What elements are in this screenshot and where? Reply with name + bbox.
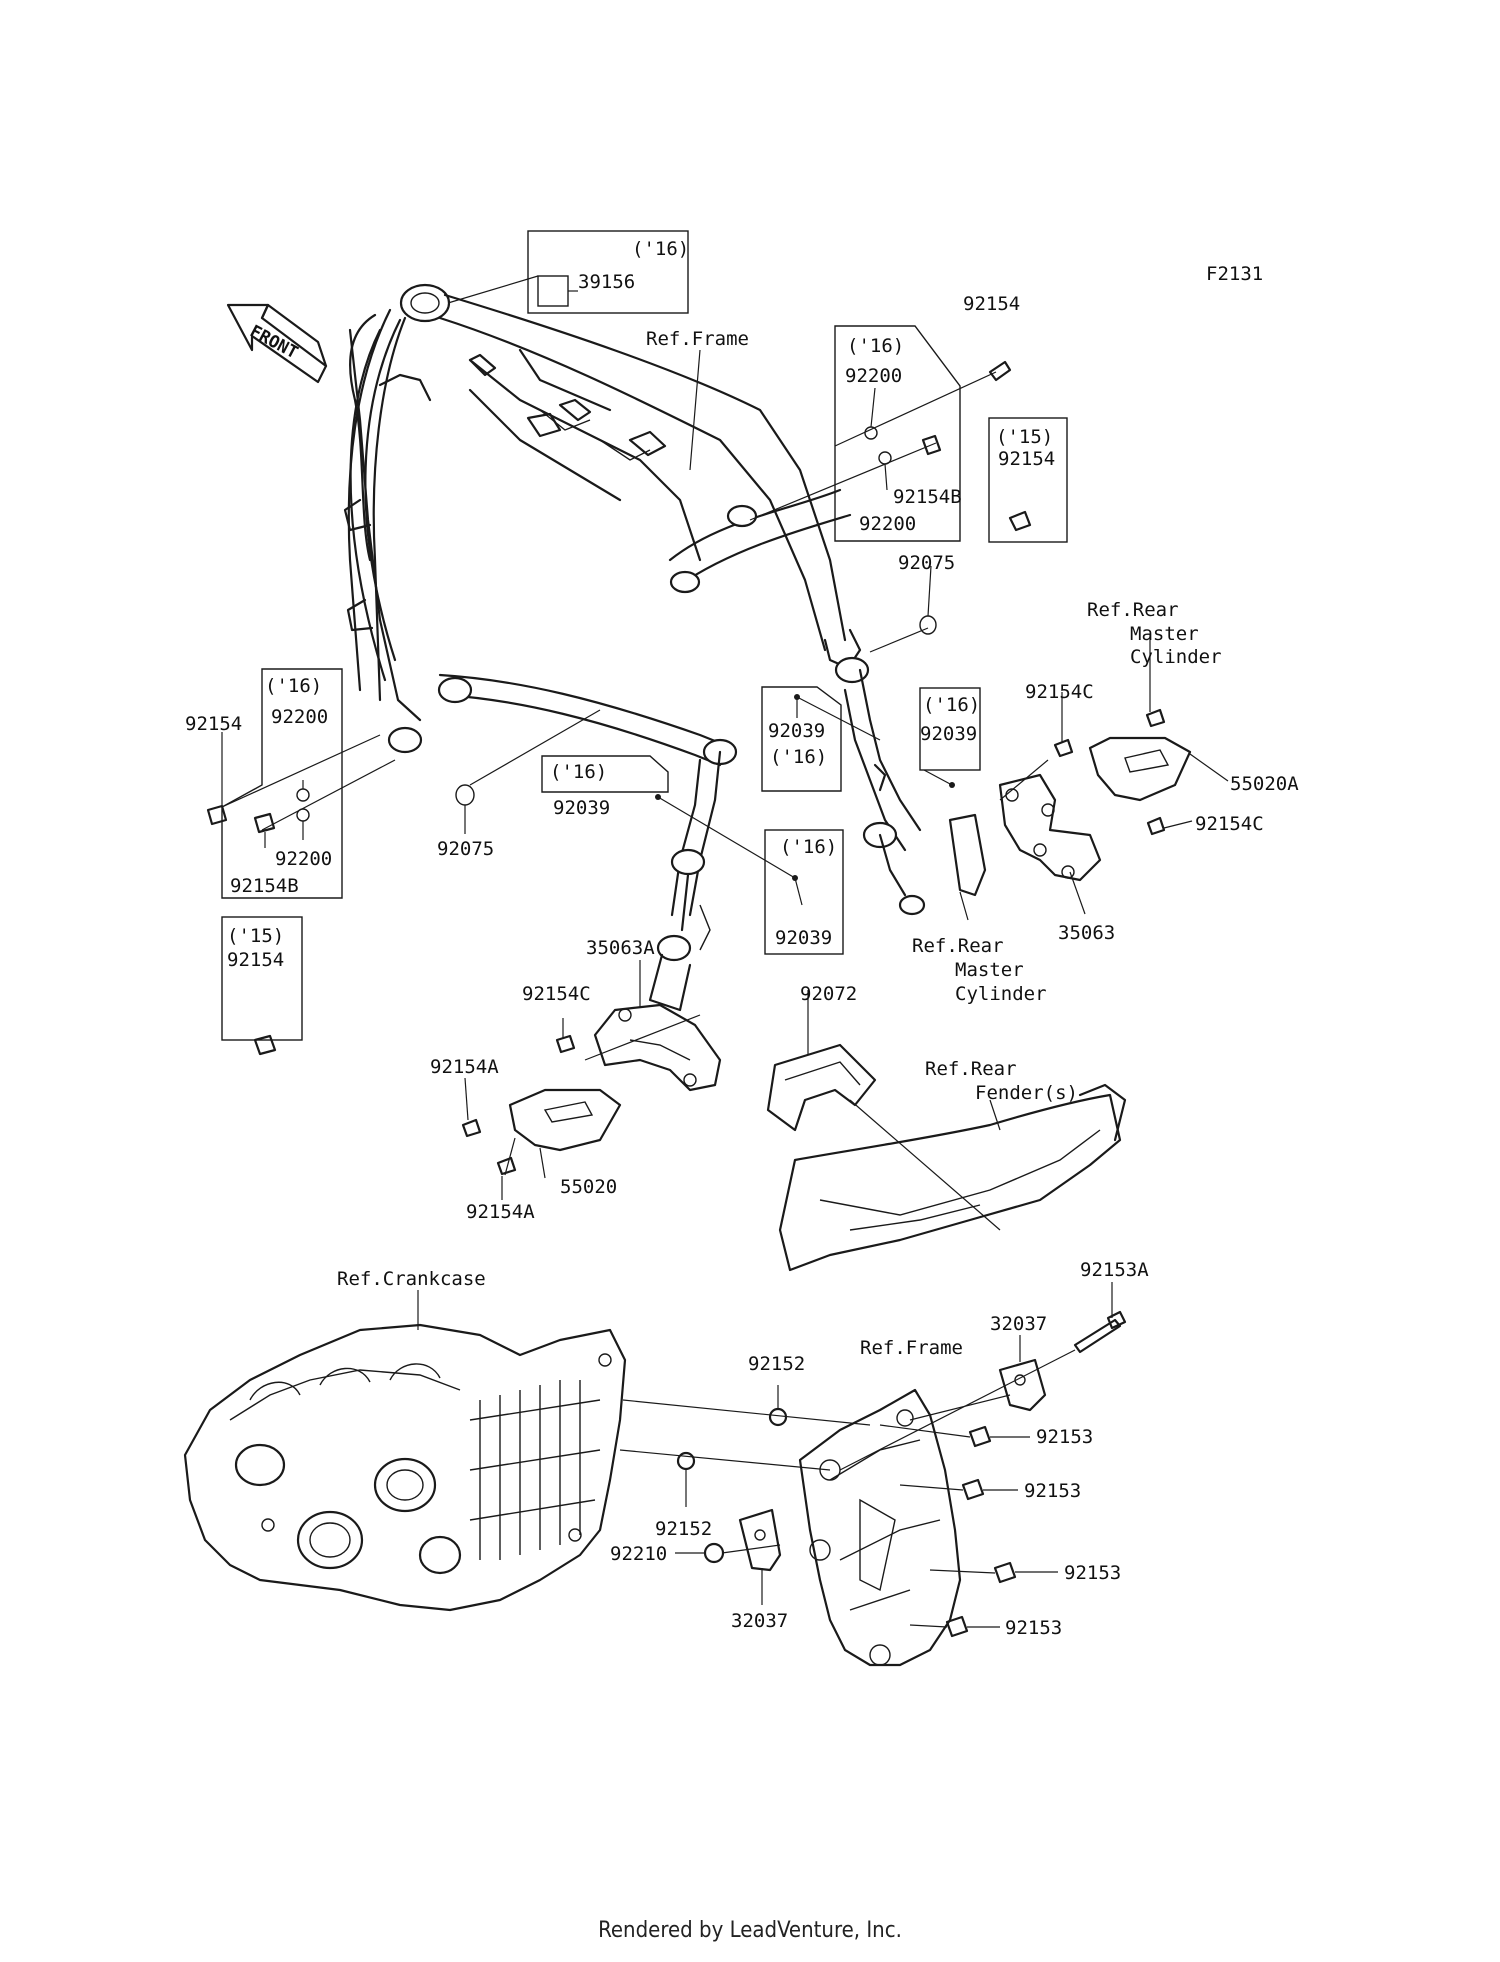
- label-15-c: ('15): [996, 426, 1053, 448]
- front-arrow-icon: FRONT: [226, 303, 328, 384]
- label-ref-frame-lower: Ref.Frame: [860, 1337, 963, 1359]
- label-ref-rear-fender-a: Ref.Rear: [925, 1058, 1017, 1080]
- label-92154C-left: 92154C: [522, 983, 591, 1005]
- label-16-e: ('16): [770, 746, 827, 768]
- label-35063: 35063: [1058, 922, 1115, 944]
- label-ref-rear-mc-2a: Ref.Rear: [912, 935, 1004, 957]
- bracket-35063A-drawing: [593, 1003, 722, 1092]
- bracket-35063-drawing: [948, 773, 1102, 897]
- label-16-a: ('16): [632, 238, 689, 260]
- figure-code: F2131: [1206, 263, 1263, 285]
- label-92153-2: 92153: [1024, 1480, 1081, 1502]
- label-ref-crankcase: Ref.Crankcase: [337, 1268, 486, 1290]
- engine-mount-drawing: [738, 1358, 1047, 1667]
- label-55020A: 55020A: [1230, 773, 1299, 795]
- label-32037-top: 32037: [990, 1313, 1047, 1335]
- label-92154-top: 92154: [963, 293, 1020, 315]
- label-92154C-r1: 92154C: [1025, 681, 1094, 703]
- label-39156: 39156: [578, 271, 635, 293]
- label-92154-c: 92154: [998, 448, 1055, 470]
- label-92154B-f: 92154B: [230, 875, 299, 897]
- label-ref-frame-top: Ref.Frame: [646, 328, 749, 350]
- label-16-f: ('16): [265, 675, 322, 697]
- label-92075-left: 92075: [437, 838, 494, 860]
- label-92154-left: 92154: [185, 713, 242, 735]
- label-16-i: ('16): [780, 836, 837, 858]
- label-92210: 92210: [610, 1543, 667, 1565]
- bracket-55020A-drawing: [1088, 736, 1192, 802]
- label-92154B-b: 92154B: [893, 486, 962, 508]
- label-92154A-2: 92154A: [466, 1201, 535, 1223]
- label-15-g: ('15): [227, 925, 284, 947]
- label-92154C-r2: 92154C: [1195, 813, 1264, 835]
- label-32037-bot: 32037: [731, 1610, 788, 1632]
- label-92153A: 92153A: [1080, 1259, 1149, 1281]
- label-35063A: 35063A: [586, 937, 655, 959]
- rear-subframe-drawing: [648, 668, 926, 1012]
- leader-lines: [221, 275, 1229, 1628]
- label-ref-rear-mc-1a: Ref.Rear: [1087, 599, 1179, 621]
- footer-credit: Rendered by LeadVenture, Inc.: [598, 1918, 902, 1943]
- label-92154A-1: 92154A: [430, 1056, 499, 1078]
- main-frame-drawing: [343, 283, 870, 767]
- label-92152-2: 92152: [655, 1518, 712, 1540]
- label-92072: 92072: [800, 983, 857, 1005]
- crankcase-drawing: [183, 1323, 627, 1612]
- bracket-55020-drawing: [508, 1088, 622, 1152]
- label-92039-h: 92039: [553, 797, 610, 819]
- label-92200-b2: 92200: [859, 513, 916, 535]
- label-92152-1: 92152: [748, 1353, 805, 1375]
- label-92075-right: 92075: [898, 552, 955, 574]
- label-ref-rear-mc-1c: Cylinder: [1130, 646, 1222, 668]
- label-92039-e: 92039: [768, 720, 825, 742]
- label-92153-3: 92153: [1064, 1562, 1121, 1584]
- label-92200-b1: 92200: [845, 365, 902, 387]
- rear-fender-drawing: [766, 1043, 1127, 1272]
- label-92200-f2: 92200: [275, 848, 332, 870]
- part-labels: ('16) 39156 Ref.Frame 92154 ('16) 92200 …: [185, 238, 1299, 1639]
- label-92200-f1: 92200: [271, 706, 328, 728]
- label-92153-1: 92153: [1036, 1426, 1093, 1448]
- label-92154-g: 92154: [227, 949, 284, 971]
- label-55020: 55020: [560, 1176, 617, 1198]
- callout-boxes: [221, 230, 1068, 1041]
- label-ref-rear-mc-2c: Cylinder: [955, 983, 1047, 1005]
- label-92039-d: 92039: [920, 723, 977, 745]
- label-16-h: ('16): [550, 761, 607, 783]
- label-ref-rear-mc-2b: Master: [955, 959, 1024, 981]
- label-ref-rear-mc-1b: Master: [1130, 623, 1199, 645]
- label-92153-4: 92153: [1005, 1617, 1062, 1639]
- label-16-b: ('16): [847, 335, 904, 357]
- label-16-d: ('16): [923, 694, 980, 716]
- label-ref-rear-fender-b: Fender(s): [975, 1082, 1078, 1104]
- label-92039-i: 92039: [775, 927, 832, 949]
